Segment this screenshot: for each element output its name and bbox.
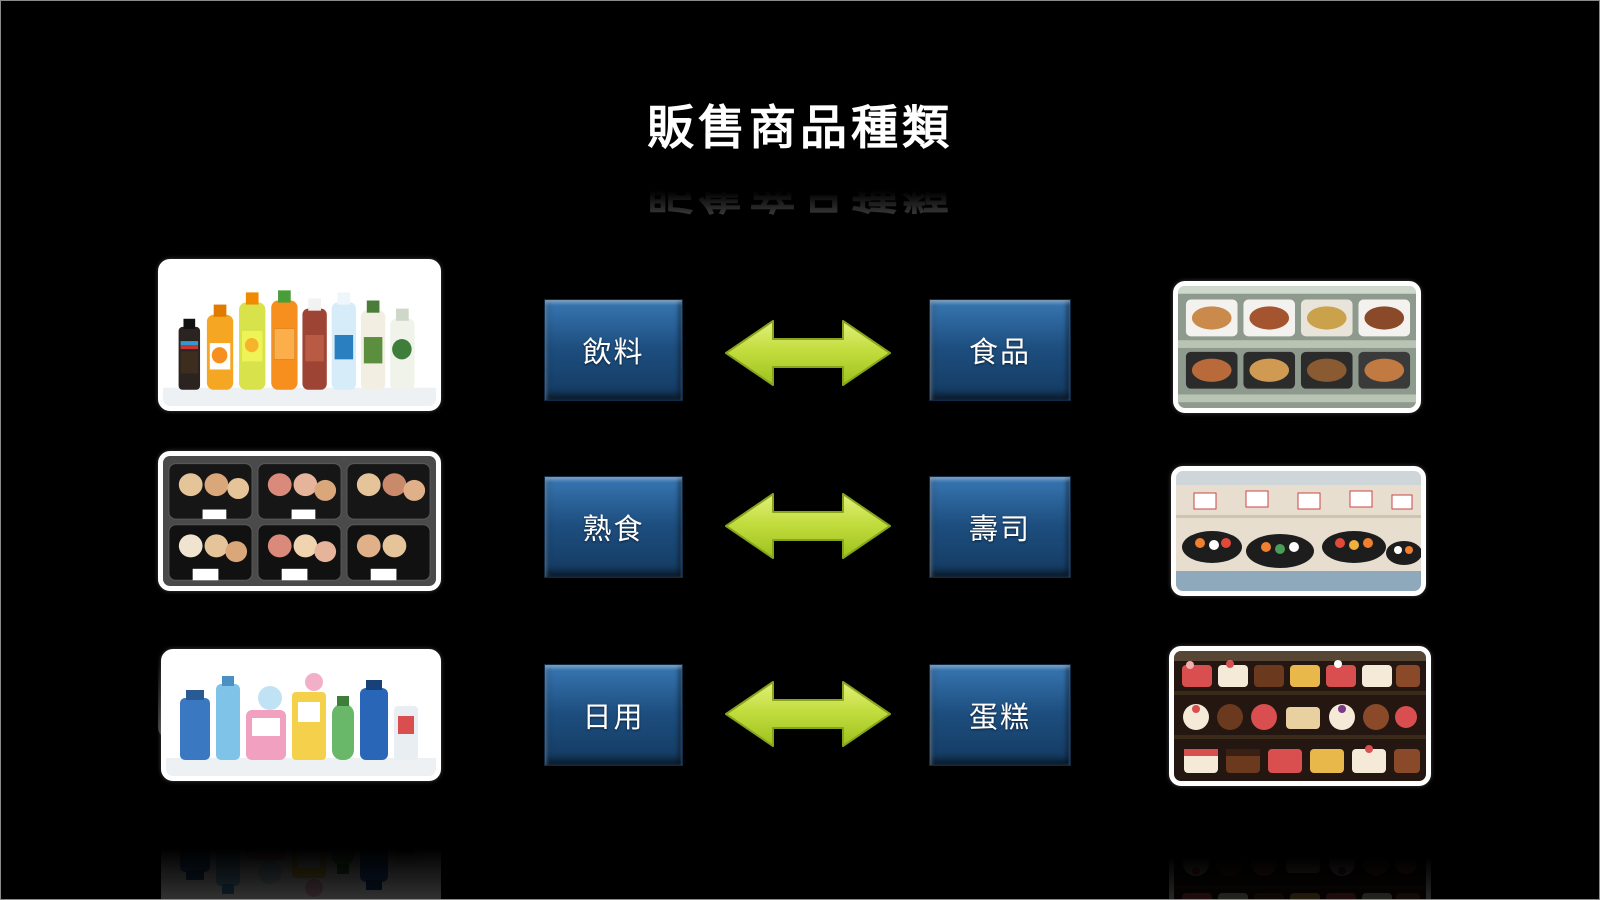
category-label-food: 食品 bbox=[968, 337, 1031, 369]
double-arrow-icon bbox=[725, 681, 891, 747]
category-box-cake: 蛋糕 bbox=[929, 664, 1071, 766]
category-box-sushi: 壽司 bbox=[929, 476, 1071, 578]
cake-display-photo bbox=[1169, 646, 1431, 786]
cake-display-illustration bbox=[1174, 651, 1426, 781]
bento-boxes-illustration bbox=[1178, 286, 1416, 408]
double-arrow-icon bbox=[725, 493, 891, 559]
daily-goods-photo bbox=[161, 649, 441, 781]
category-box-drinks: 飲料 bbox=[544, 299, 683, 401]
category-box-food: 食品 bbox=[929, 299, 1071, 401]
sushi-display-illustration bbox=[1176, 471, 1421, 591]
category-label-deli: 熟食 bbox=[582, 514, 645, 546]
deli-trays-photo bbox=[158, 451, 441, 591]
daily-goods-illustration bbox=[166, 654, 436, 776]
category-label-drinks: 飲料 bbox=[582, 337, 645, 369]
bento-boxes-photo bbox=[1173, 281, 1421, 413]
category-label-cake: 蛋糕 bbox=[968, 702, 1031, 734]
category-box-deli: 熟食 bbox=[544, 476, 683, 578]
category-box-daily: 日用 bbox=[544, 664, 683, 766]
double-arrow-icon bbox=[725, 320, 891, 386]
beverage-bottles-illustration bbox=[163, 264, 436, 406]
category-label-sushi: 壽司 bbox=[968, 514, 1031, 546]
beverages-photo bbox=[158, 259, 441, 411]
category-label-daily: 日用 bbox=[582, 702, 645, 734]
slide-title: 販售商品種類 bbox=[647, 101, 953, 154]
sushi-display-photo bbox=[1171, 466, 1426, 596]
deli-trays-illustration bbox=[163, 456, 436, 586]
